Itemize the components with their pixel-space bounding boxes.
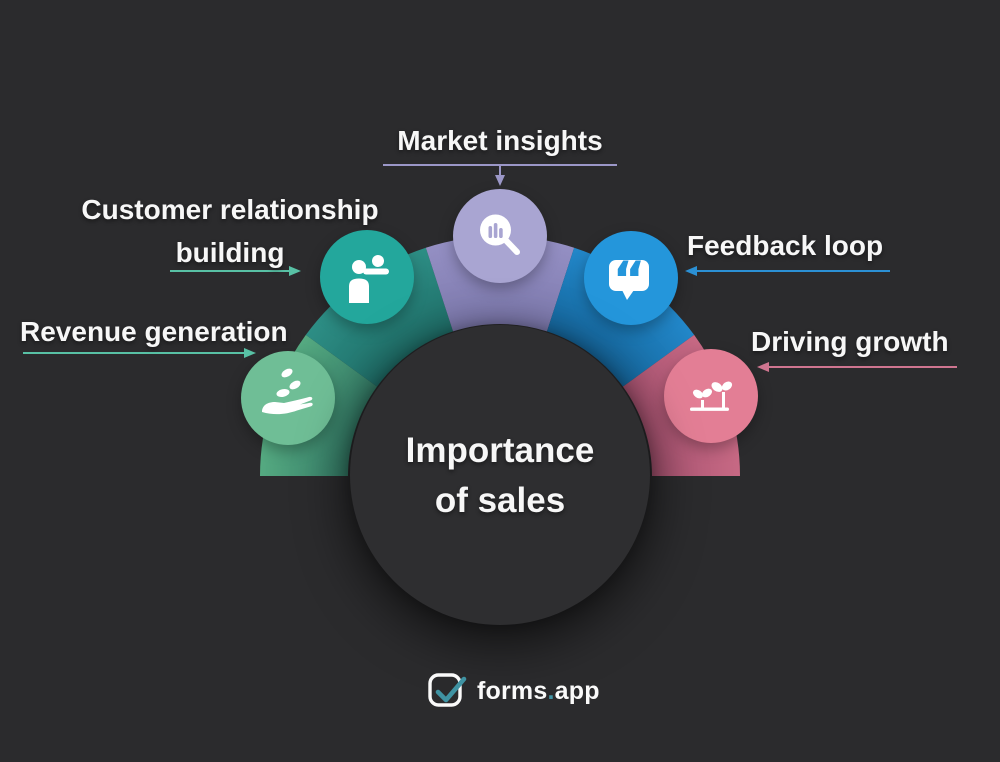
label-market-insights: Market insights: [397, 125, 603, 156]
double-quote-glyph: “: [613, 251, 646, 309]
page-title: Importance of sales: [350, 426, 650, 526]
forms-app-check-icon: [428, 673, 467, 707]
label-arrows: [23, 164, 957, 372]
arrow-customer-head: [289, 266, 301, 276]
hand-seeds-icon: [262, 368, 313, 415]
label-customer-relationship-building: Customer relationship building: [70, 188, 390, 274]
arrow-feedback-head: [685, 266, 697, 276]
logo-text: forms.app: [477, 677, 600, 706]
quote-bubble-icon: “: [609, 251, 649, 309]
label-feedback-loop: Feedback loop: [687, 230, 884, 261]
logo-dot: .: [547, 676, 555, 705]
icon-circle-revenue: [241, 351, 335, 445]
logo-brand: forms: [477, 676, 548, 705]
people-icon: [349, 255, 389, 303]
plants-icon: [690, 381, 733, 411]
icon-circle-customer: [320, 230, 414, 324]
icon-circle-driving: [664, 349, 758, 443]
label-line: building: [175, 237, 285, 268]
label-line: Customer relationship: [81, 194, 379, 225]
title-line: Importance: [405, 431, 595, 470]
logo-suffix: app: [554, 676, 600, 705]
arrow-revenue-head: [244, 348, 256, 358]
title-line: of sales: [434, 481, 566, 520]
center-circle: [350, 325, 650, 625]
label-driving-growth: Driving growth: [751, 326, 949, 357]
forms-app-logo: forms.app: [426, 668, 600, 714]
chart-magnifier-icon: [480, 214, 520, 255]
arrow-market-head: [495, 175, 505, 186]
label-revenue-generation: Revenue generation: [20, 316, 288, 347]
arrow-driving-head: [757, 362, 769, 372]
